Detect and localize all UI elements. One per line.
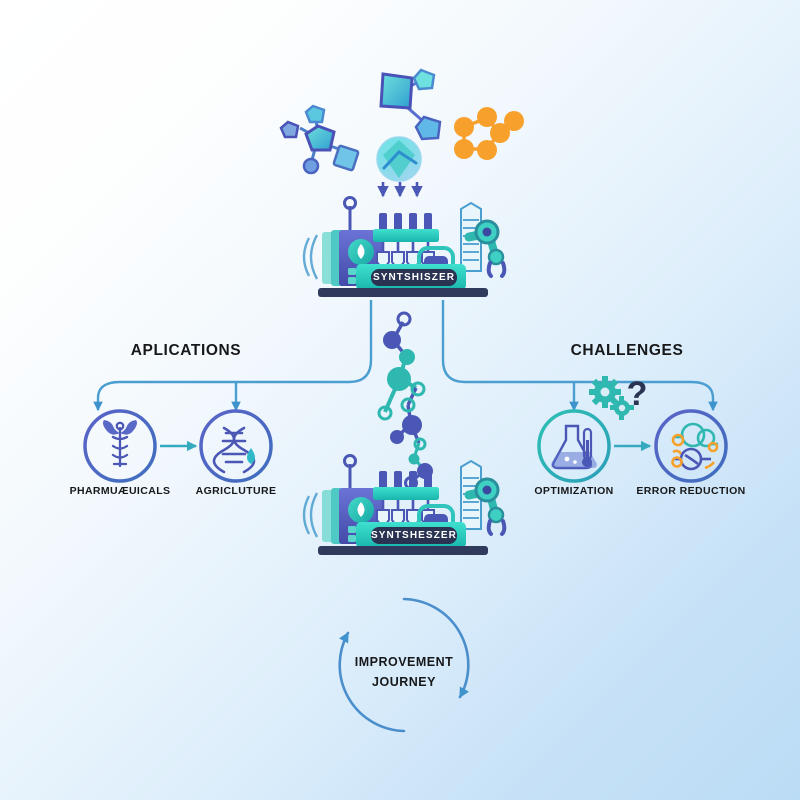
molecule-right [454, 107, 524, 160]
node-icon-error-reduction [654, 409, 728, 483]
sphere-icon [376, 136, 422, 182]
machine-top [302, 196, 507, 297]
machine-bottom-label: SYNTSHESZER [370, 530, 458, 541]
svg-text:?: ? [627, 375, 648, 413]
molecule-chain-icon [671, 422, 719, 471]
node-label-error-reduction: ERROR REDUCTION [636, 485, 746, 497]
machine-top-label: SYNTSHISZER [372, 272, 456, 283]
node-label-optimization: OPTIMIZATION [534, 485, 614, 497]
caduceus-icon [103, 420, 137, 468]
improvement-cycle [338, 597, 470, 733]
connector-lines [93, 300, 718, 412]
node-icon-pharmaceuticals [83, 409, 157, 483]
feed-arrows-icon [377, 182, 423, 198]
molecular-chain [377, 311, 433, 490]
molecule-left [279, 104, 360, 175]
node-icon-agriculture [199, 409, 273, 483]
cycle-label-line1: IMPROVEMENT [354, 655, 454, 669]
node-icon-optimization: ? [537, 375, 647, 483]
dna-droplet-icon [212, 426, 256, 474]
section-title-applications: APLICATIONS [130, 342, 242, 359]
gears-question-icon: ? [589, 375, 647, 420]
flask-thermometer-icon [551, 424, 597, 470]
robot-arm-icon [464, 219, 507, 278]
machine-bottom [302, 454, 507, 555]
robot-arm-icon [464, 477, 507, 536]
section-title-challenges: CHALLENGES [570, 342, 684, 359]
node-label-pharmaceuticals: PHARMUÆUICALS [69, 485, 171, 497]
cycle-label-line2: JOURNEY [372, 675, 436, 689]
node-label-agriculture: AGRICLUTURE [195, 485, 277, 497]
molecule-top [379, 68, 442, 141]
